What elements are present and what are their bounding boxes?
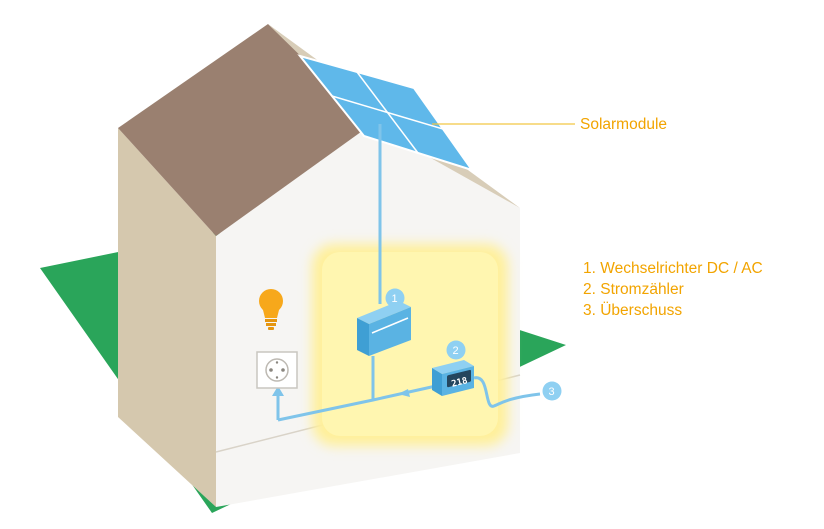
arrow-flow [398, 389, 410, 397]
legend-item-surplus: 3. Überschuss [583, 302, 683, 319]
badge-meter: 2 [446, 340, 466, 360]
badge-surplus: 3 [542, 381, 562, 401]
badge-inverter-label: 1 [392, 293, 398, 305]
inverter-device [357, 301, 411, 356]
wire-to-grid [473, 376, 541, 408]
electricity-meter [432, 360, 474, 396]
solar-panel [297, 54, 475, 172]
light-bulb-icon [259, 289, 283, 330]
power-outlet-icon [256, 351, 298, 389]
legend-item-meter: 2. Stromzähler [583, 281, 684, 298]
house-roof [118, 24, 372, 236]
badge-meter-label: 2 [453, 345, 459, 357]
arrow-to-outlet [272, 386, 284, 396]
wire-house-main [277, 382, 446, 422]
badge-surplus-label: 3 [549, 386, 555, 398]
house-side-wall [118, 128, 216, 507]
glow-area [322, 252, 498, 436]
legend-item-inverter: 1. Wechselrichter DC / AC [583, 260, 763, 277]
component-legend: 1. Wechselrichter DC / AC 2. Stromzähler… [583, 258, 763, 321]
badge-inverter: 1 [385, 288, 405, 308]
solar-modules-label: Solarmodule [580, 116, 668, 133]
meter-display: 218 [451, 376, 469, 390]
